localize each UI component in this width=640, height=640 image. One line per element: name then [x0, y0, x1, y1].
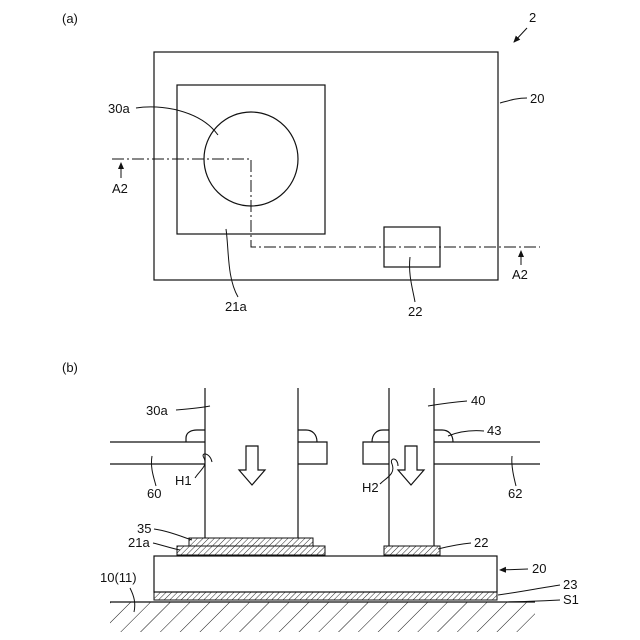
- figure-a-label: (a): [62, 11, 78, 26]
- substrate-leader: [500, 98, 527, 103]
- layer-21a-ref-label: 21a: [128, 535, 150, 550]
- pad-ref-label: 22: [408, 304, 422, 319]
- substrate-b-ref-label: 20: [532, 561, 546, 576]
- layer-22-leader: [438, 543, 471, 549]
- flange-43-leader: [448, 431, 484, 436]
- figure-b-label: (b): [62, 360, 78, 375]
- tool-40-ref-label: 40: [471, 393, 485, 408]
- substrate-b-arrow: [500, 569, 528, 570]
- plate-62-edges: [434, 442, 540, 464]
- region-ref-label: 21a: [225, 299, 247, 314]
- plate-62-ref-label: 62: [508, 486, 522, 501]
- surface-s1-ref-label: S1: [563, 592, 579, 607]
- press-arrow-left-icon: [239, 446, 265, 485]
- substrate-ref-label: 20: [530, 91, 544, 106]
- plate-62-left-stub: [363, 442, 389, 464]
- hole-h2-ref-label: H2: [362, 480, 379, 495]
- hole-h1-ref-label: H1: [175, 473, 192, 488]
- substrate-outline: [154, 52, 498, 280]
- tool-30a-ref-label: 30a: [146, 403, 168, 418]
- layer-21a-leader: [153, 543, 180, 550]
- layer-35-ref-label: 35: [137, 521, 151, 536]
- press-arrow-right-icon: [398, 446, 424, 485]
- section-line: [112, 159, 540, 247]
- flange-left-30a: [186, 430, 205, 442]
- surface-s1-leader: [498, 600, 560, 602]
- layer-22-ref-label: 22: [474, 535, 488, 550]
- layer-21a: [177, 546, 325, 555]
- region-leader: [226, 229, 238, 297]
- figure-a: (a) 2 A2 A2 20 30a 21a 22: [62, 10, 544, 319]
- flange-43: [434, 430, 453, 442]
- base-ref-label: 10(11): [100, 570, 137, 585]
- plate-60-leader: [151, 456, 156, 486]
- figure-b: (b) 30: [62, 360, 579, 632]
- section-marker-left-label: A2: [112, 181, 128, 196]
- flange-43-ref-label: 43: [487, 423, 501, 438]
- layer-22: [384, 546, 440, 555]
- plate-62-leader: [512, 456, 516, 486]
- layer-35: [189, 538, 313, 546]
- base-hatching: [110, 602, 535, 632]
- layer-23-leader: [498, 585, 560, 595]
- plate-60-ref-label: 60: [147, 486, 161, 501]
- plate-60-edges: [110, 442, 205, 464]
- device-ref-arrow: [514, 28, 527, 42]
- hole-h1-leader: [195, 454, 212, 478]
- section-marker-right-label: A2: [512, 267, 528, 282]
- layer-35-leader: [154, 529, 192, 540]
- device-ref-label: 2: [529, 10, 536, 25]
- plate-60-right-stub: [298, 442, 327, 464]
- window-ref-label: 30a: [108, 101, 130, 116]
- layer-23: [154, 592, 497, 600]
- substrate-20: [154, 556, 497, 592]
- flange-left-40: [372, 430, 389, 442]
- layer-23-ref-label: 23: [563, 577, 577, 592]
- flange-right-30a: [298, 430, 317, 442]
